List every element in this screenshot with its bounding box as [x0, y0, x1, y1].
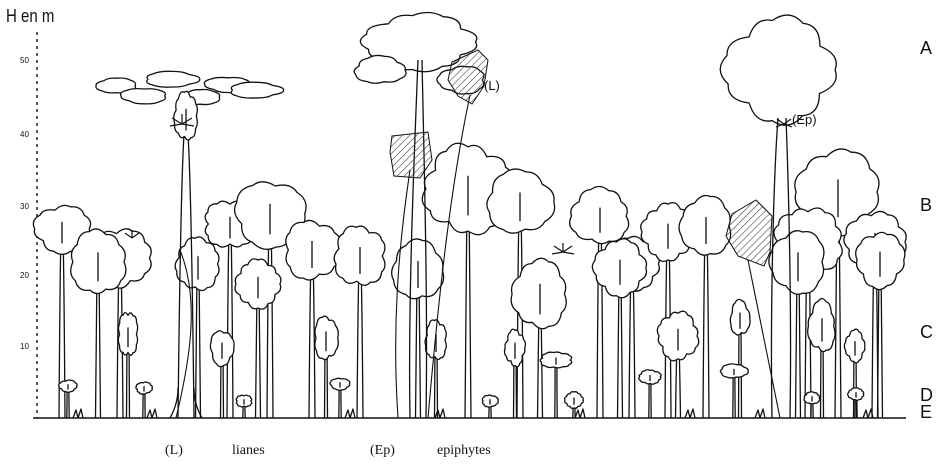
tree: [235, 259, 281, 418]
tree: [210, 331, 234, 418]
tree: [679, 196, 731, 418]
buttress-root: [170, 388, 202, 418]
flat-crown-lobe: [231, 82, 283, 98]
tree-crown: [570, 187, 629, 244]
tree: [236, 395, 252, 418]
tree: [540, 352, 572, 418]
tree-trunk: [703, 232, 709, 418]
epiphyte-annotation: (Ep): [792, 112, 817, 127]
tree-trunk: [267, 221, 273, 418]
tree-crown: [511, 258, 566, 328]
tree-trunk: [555, 362, 557, 418]
tree: [804, 392, 820, 418]
emergent-crown: [720, 15, 836, 125]
tree-trunk: [196, 269, 201, 418]
tree: [592, 239, 646, 418]
grass-tuft: [755, 409, 765, 418]
liana-patch: [390, 132, 432, 178]
liana-annotation: (L): [484, 78, 500, 93]
tree-crown: [286, 220, 341, 280]
tree: [639, 370, 662, 418]
tree: [118, 313, 137, 418]
legend-epiphyte-label: epiphytes: [437, 443, 491, 459]
legend-liana-label: lianes: [232, 443, 265, 459]
tick-label-40: 40: [20, 130, 29, 139]
grass-tuft: [575, 409, 585, 418]
tree-crown: [679, 196, 731, 256]
palm-crown: [552, 243, 574, 254]
tree: [856, 232, 905, 418]
flat-crown-lobe: [147, 71, 200, 87]
grass-tuft: [147, 409, 157, 418]
tree: [657, 311, 698, 418]
grass-tuft: [73, 409, 83, 418]
tree-trunk: [227, 229, 233, 418]
axis-title: H en m: [6, 6, 54, 27]
tick-label-20: 20: [20, 271, 29, 280]
liana-patch: [726, 200, 772, 266]
tick-label-10: 10: [20, 342, 29, 351]
tree: [59, 380, 77, 418]
legend-epiphyte-key: (Ep): [370, 443, 395, 459]
layer-label-b: B: [920, 195, 932, 216]
tick-label-30: 30: [20, 202, 29, 211]
liana-stems: [176, 95, 780, 418]
legend-liana-key: (L): [165, 443, 183, 459]
grass-tuft: [435, 409, 445, 418]
layer-label-a: A: [920, 38, 932, 59]
grass-tuft: [345, 409, 355, 418]
layer-label-e: E: [920, 402, 932, 423]
tree-trunk: [733, 372, 735, 418]
tree: [136, 382, 152, 418]
tree: [565, 392, 584, 418]
tree: [315, 316, 338, 418]
liana-stem: [748, 260, 780, 418]
tree: [570, 187, 629, 418]
tree: [848, 388, 864, 418]
flat-crown-lobe: [121, 89, 166, 104]
tree: [482, 395, 498, 418]
tree-crown: [487, 169, 555, 233]
tick-label-50: 50: [20, 56, 29, 65]
tree: [720, 364, 748, 418]
grass-tuft: [685, 409, 695, 418]
layer-label-c: C: [920, 322, 933, 343]
tree-crown: [175, 237, 219, 291]
